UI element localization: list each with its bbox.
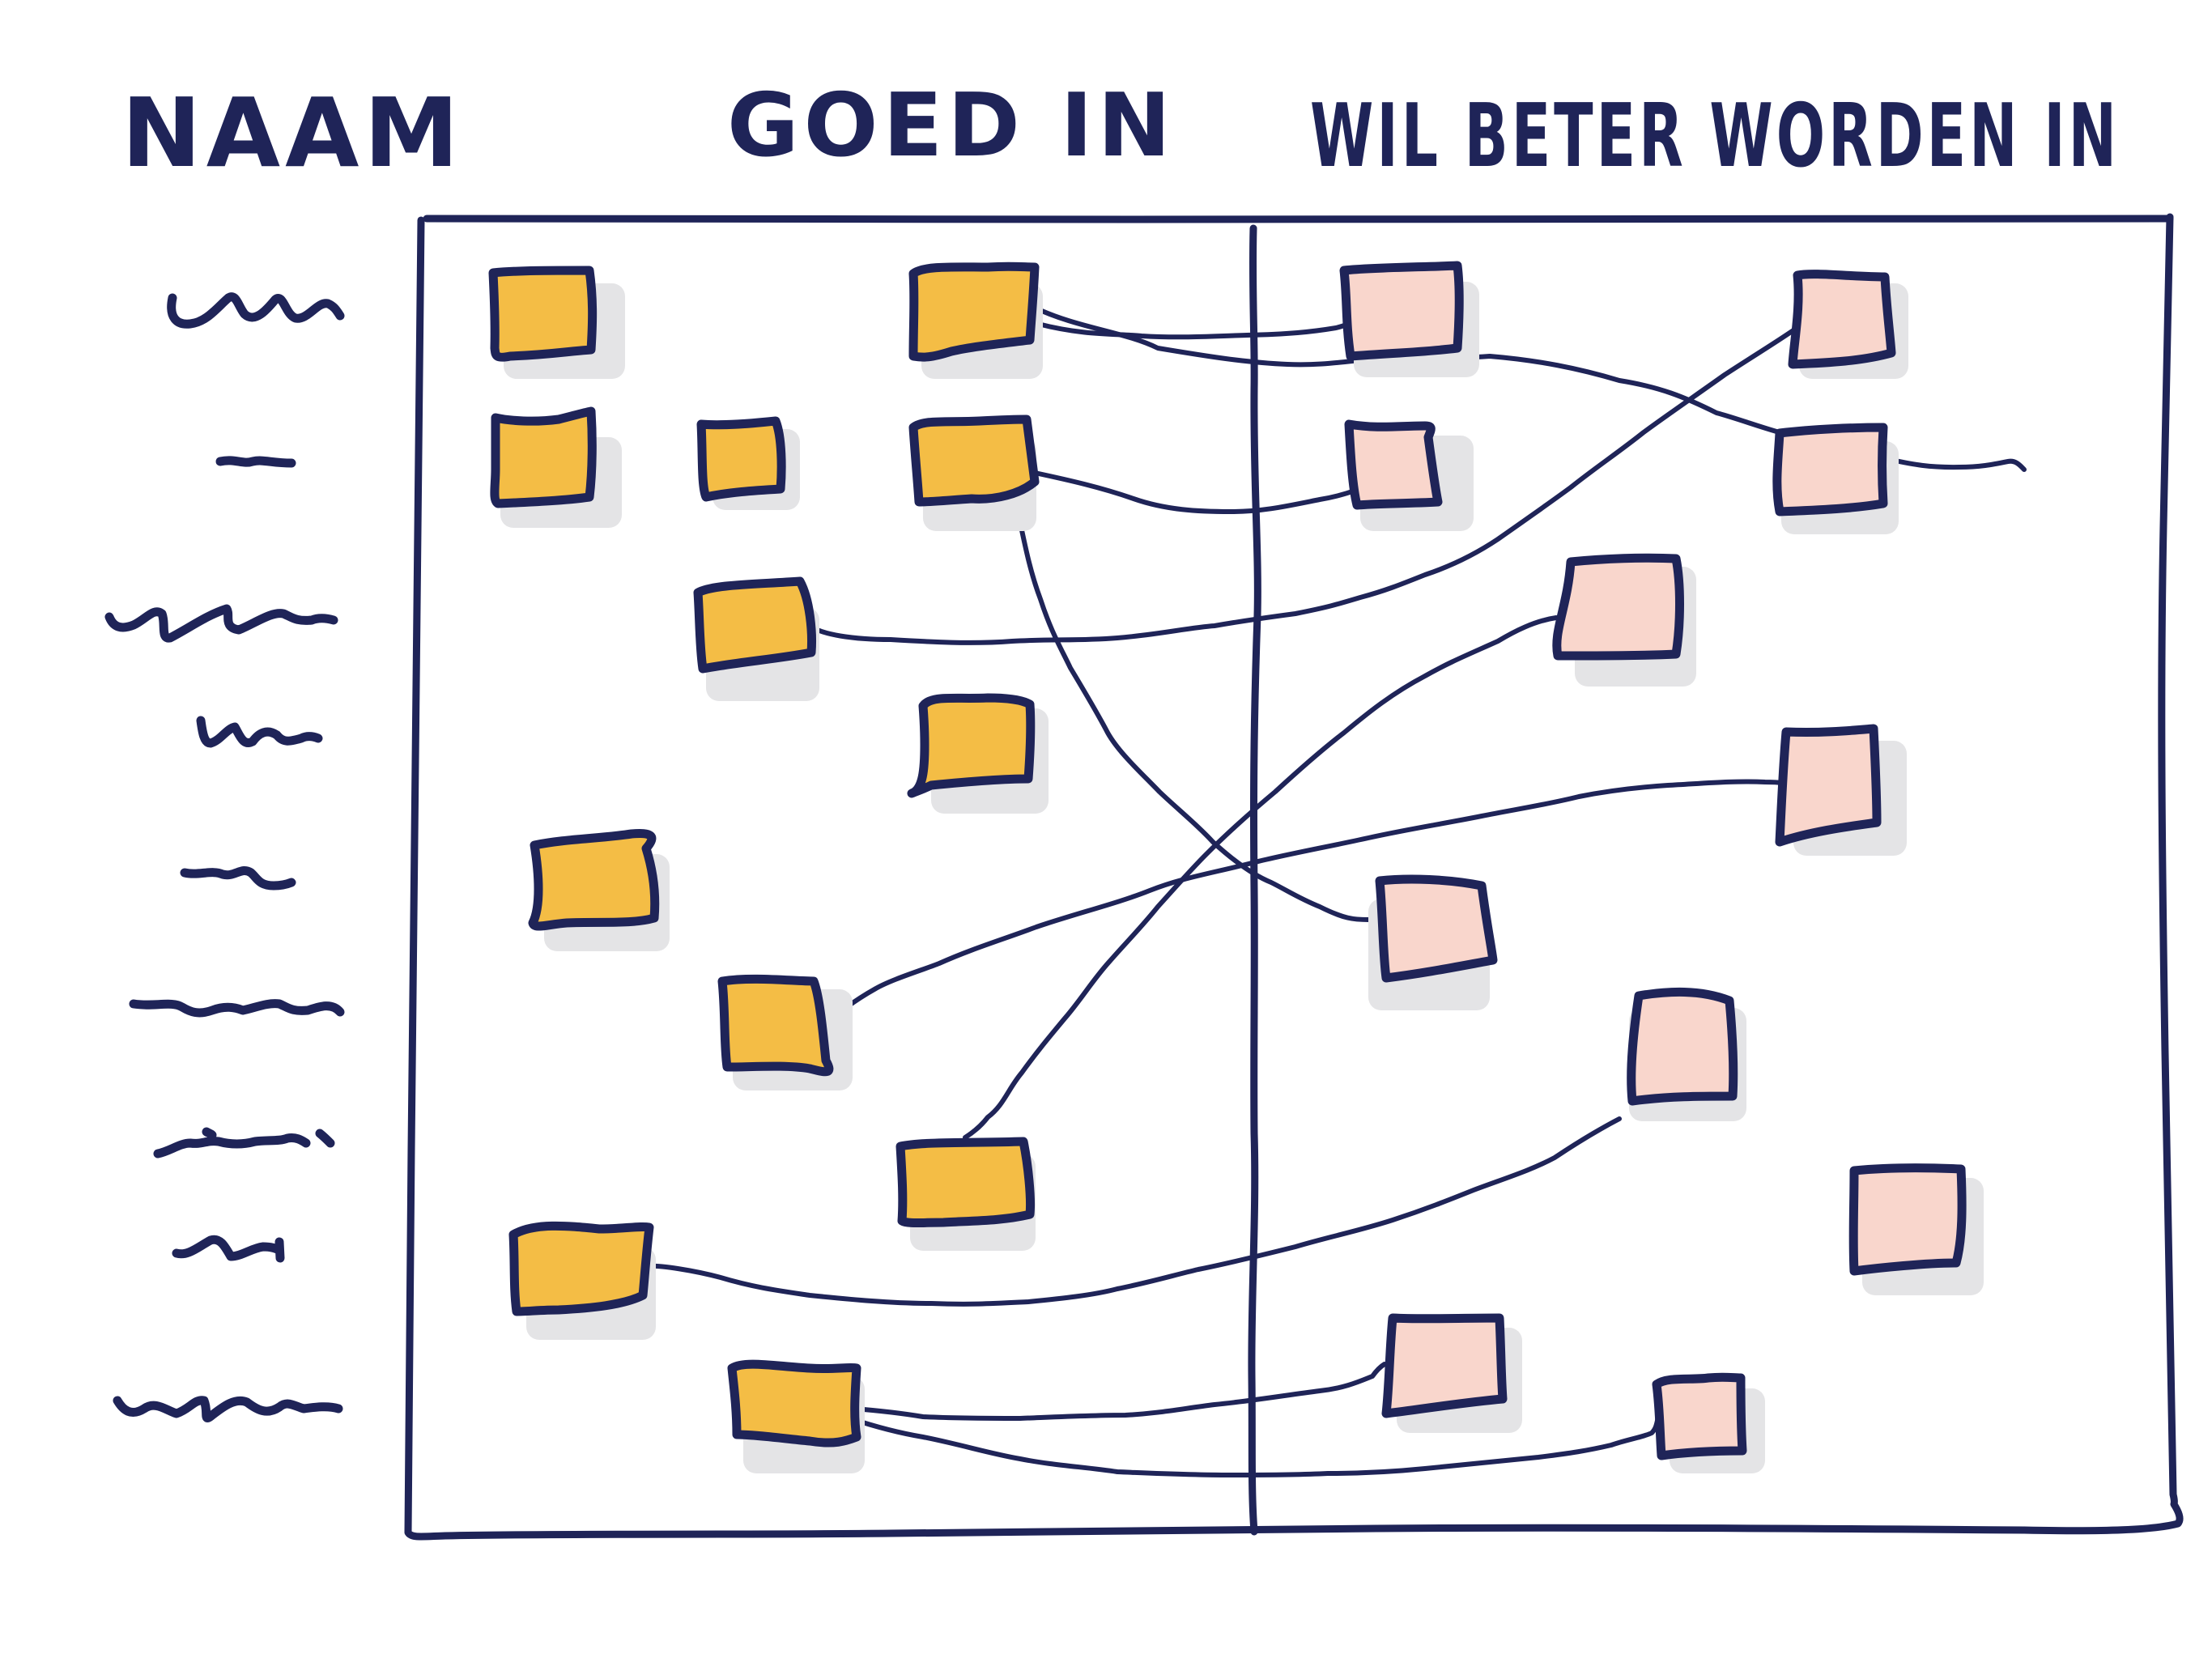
name-scribble — [113, 1396, 343, 1423]
good-at-note — [727, 1359, 865, 1473]
good-at-note — [907, 693, 1049, 814]
name-scribble — [104, 604, 338, 643]
good-at-note — [508, 1221, 656, 1340]
good-at-note — [908, 414, 1040, 531]
name-scribbles — [104, 292, 345, 1423]
improve-note — [1652, 1372, 1765, 1473]
improve-note — [1344, 419, 1474, 531]
connection-line — [848, 1414, 1661, 1477]
connection-line — [823, 779, 1800, 1027]
heading-goed-in: GOED IN — [727, 75, 1176, 176]
board-frame — [404, 213, 2184, 1541]
heading-naam: NAAM — [121, 77, 464, 189]
improve-note — [1368, 874, 1498, 1010]
good-at-note — [488, 266, 625, 379]
improve-note — [1775, 724, 1907, 856]
heading-wil-beter-worden-in: WIL BETER WORDEN IN — [1310, 86, 2120, 187]
good-at-note — [717, 974, 853, 1090]
good-at-notes — [488, 261, 1049, 1473]
improve-note — [1788, 270, 1908, 379]
improve-note — [1627, 987, 1746, 1121]
name-scribble — [172, 1235, 285, 1263]
name-scribble — [196, 716, 323, 748]
name-scribble — [129, 999, 345, 1018]
name-scribble — [153, 1127, 335, 1158]
connection-line — [640, 1116, 1622, 1307]
improve-note — [1848, 1163, 1984, 1295]
improve-notes — [1339, 261, 1984, 1473]
connections — [640, 305, 2027, 1477]
good-at-note — [895, 1137, 1036, 1251]
good-at-note — [528, 829, 670, 951]
connection-line — [1036, 313, 1379, 340]
connection-line — [852, 1362, 1387, 1421]
connection-line — [1032, 470, 1371, 514]
connection-line — [1010, 483, 1371, 922]
good-at-note — [908, 261, 1043, 379]
good-at-note — [693, 576, 819, 701]
name-scribble — [180, 866, 296, 891]
good-at-note — [696, 416, 800, 510]
name-scribble — [167, 292, 345, 329]
connection-line — [963, 615, 1559, 1140]
improve-note — [1772, 423, 1899, 534]
improve-note — [1339, 261, 1479, 377]
improve-note — [1552, 553, 1696, 687]
connection-line — [1032, 305, 2027, 472]
name-scribble — [215, 456, 296, 468]
connection-line — [806, 313, 1840, 645]
improve-note — [1381, 1313, 1522, 1433]
good-at-note — [490, 406, 622, 528]
